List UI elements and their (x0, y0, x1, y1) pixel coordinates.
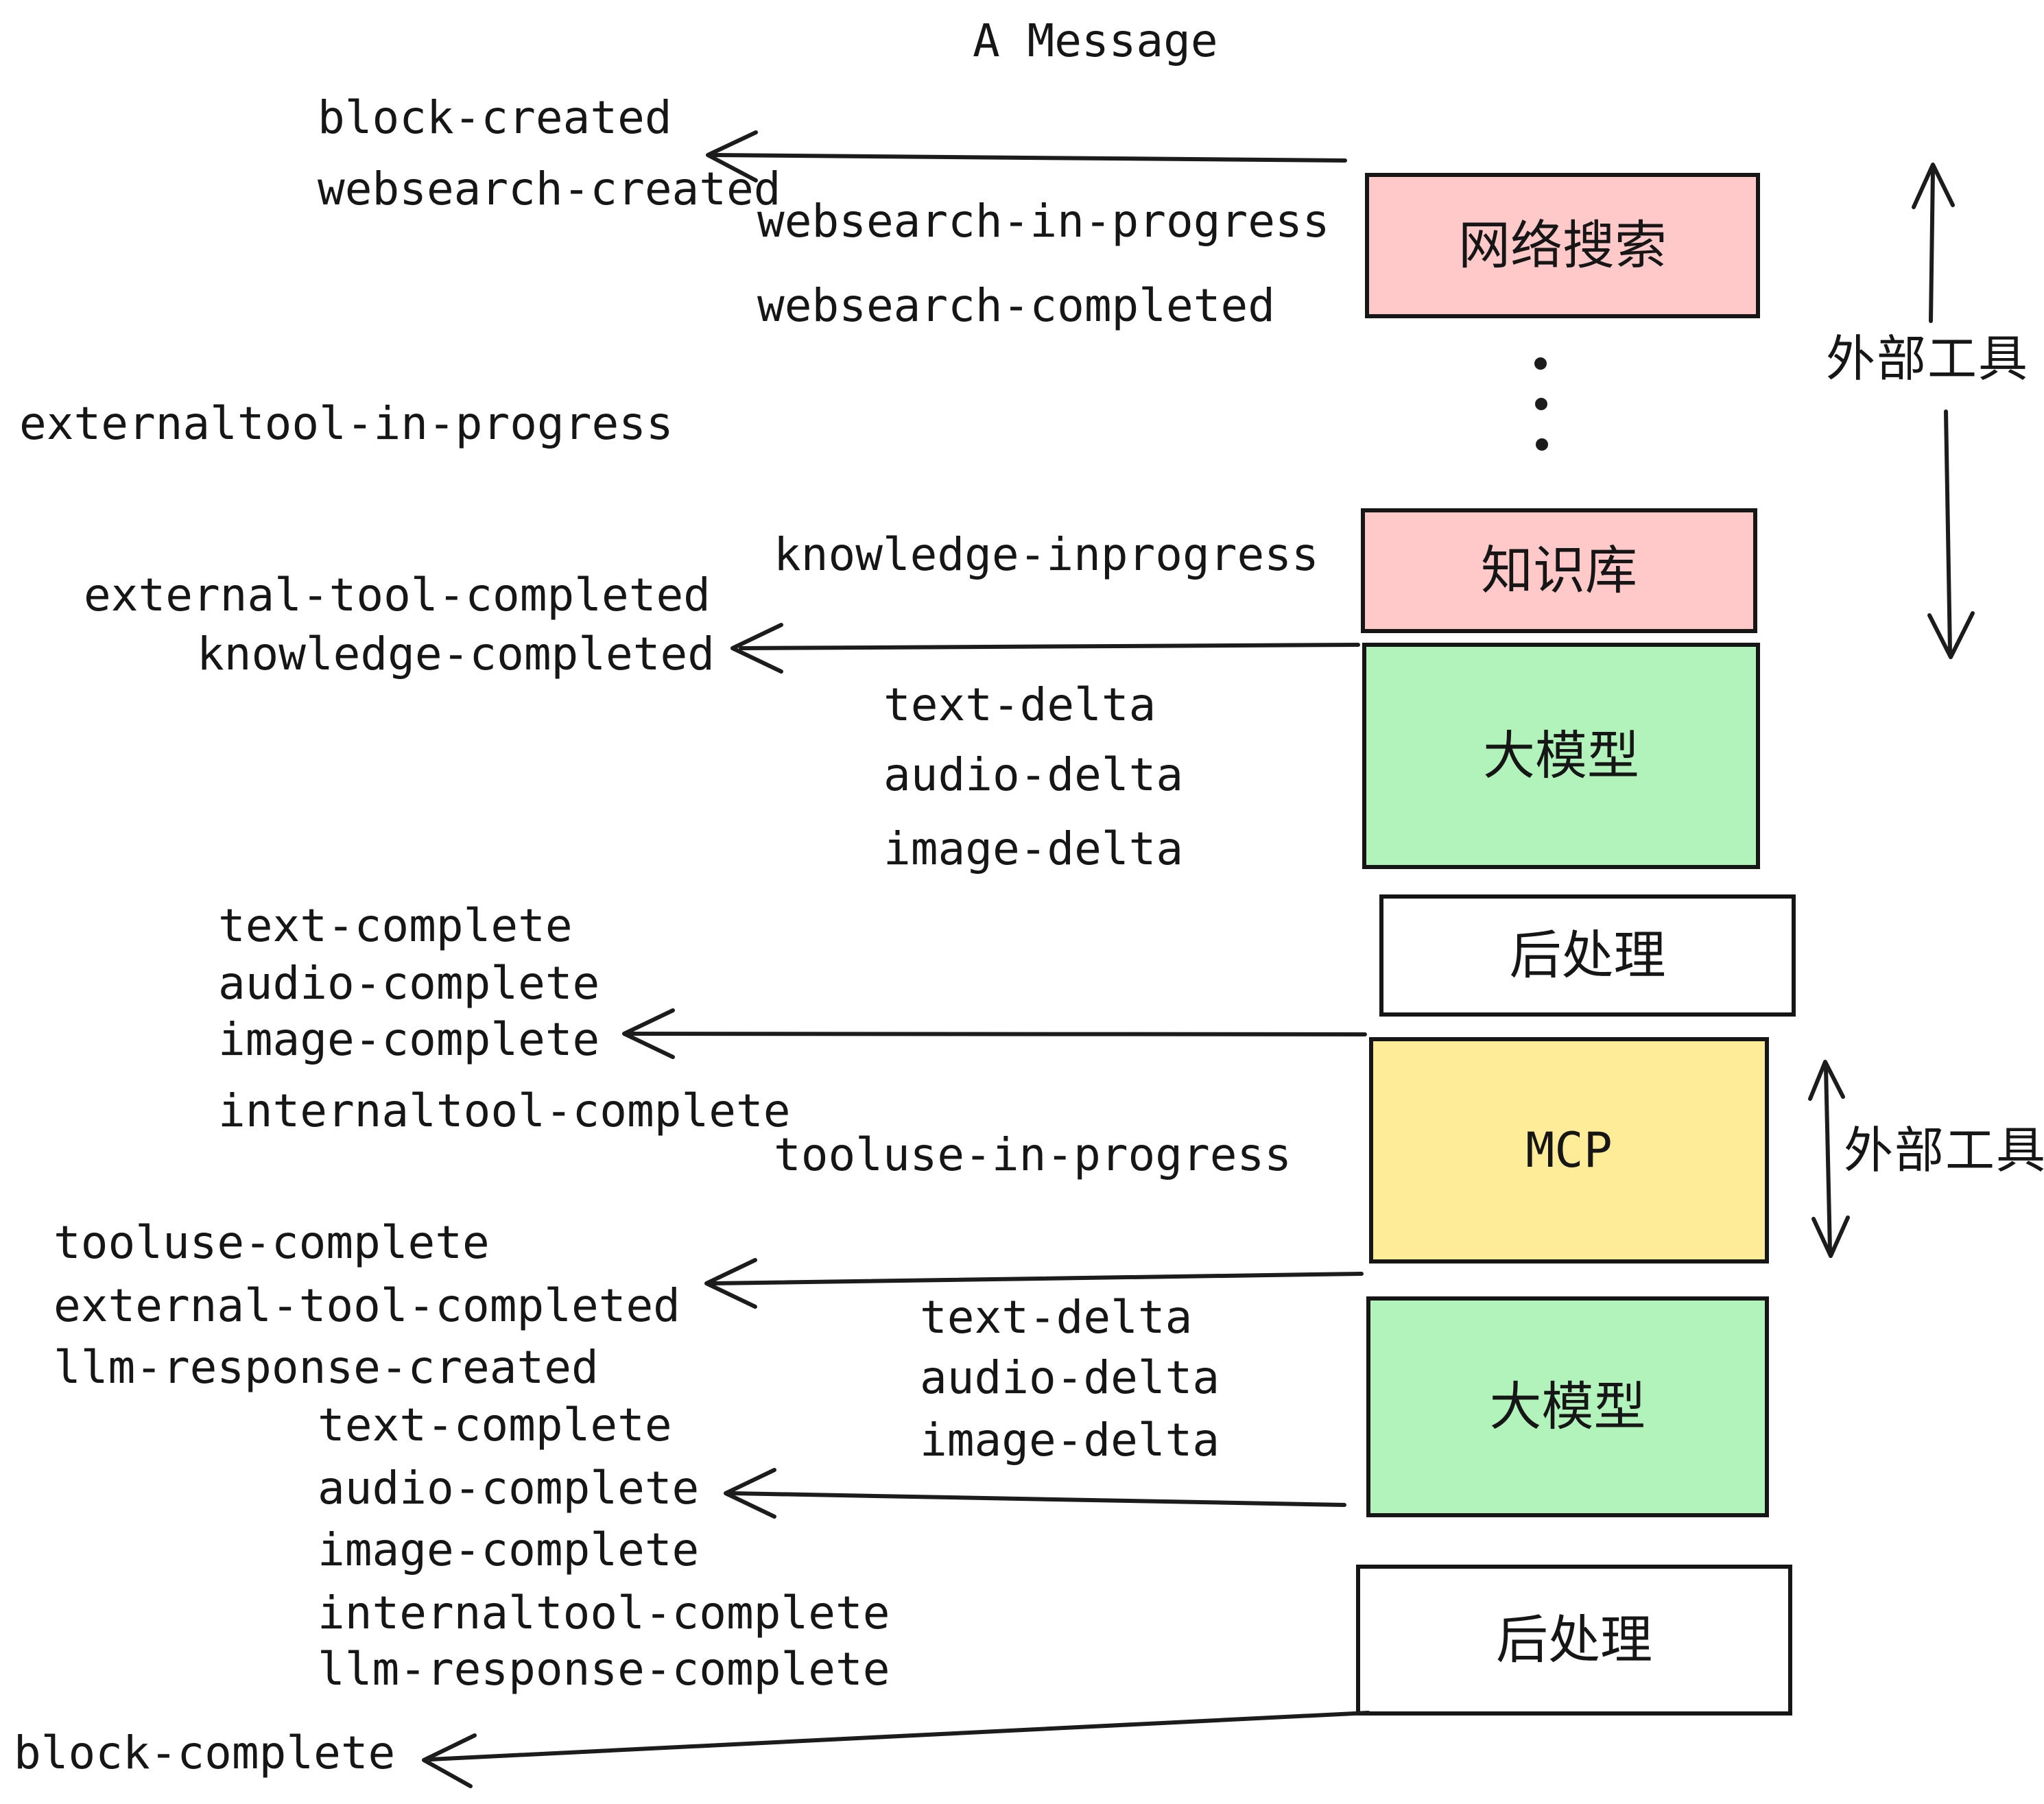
event-text-complete-1: text-complete (218, 899, 573, 952)
event-image-delta-2: image-delta (920, 1414, 1220, 1467)
event-websearch-completed: websearch-completed (757, 279, 1275, 332)
arrow-to-block-created (706, 130, 1347, 182)
event-tooluse-in-progress: tooluse-in-progress (774, 1128, 1292, 1181)
event-knowledge-completed: knowledge-completed (197, 628, 715, 680)
diagram-title: A Message (973, 14, 1218, 67)
websearch-box: 网络搜索 (1365, 173, 1760, 318)
mcp-external-tools-double-arrow (1808, 1060, 1850, 1258)
event-knowledge-inprogress: knowledge-inprogress (774, 528, 1319, 581)
mcp-box: MCP (1369, 1037, 1769, 1263)
event-websearch-in-progress: websearch-in-progress (757, 195, 1330, 248)
event-external-tool-completed-2: external-tool-completed (54, 1279, 680, 1332)
event-externaltool-in-progress: externaltool-in-progress (19, 397, 674, 450)
external-tools-up-arrow (1912, 163, 1955, 323)
event-image-delta-1: image-delta (883, 822, 1184, 875)
event-image-complete-1: image-complete (218, 1013, 600, 1066)
ellipsis-icon (1534, 357, 1548, 451)
event-audio-complete-1: audio-complete (218, 957, 600, 1010)
event-external-tool-completed: external-tool-completed (84, 569, 711, 621)
external-tools-label-mid: 外部工具 (1844, 1121, 2044, 1179)
event-image-complete-2: image-complete (318, 1523, 700, 1576)
event-audio-complete-2: audio-complete (318, 1462, 700, 1515)
event-text-complete-2: text-complete (318, 1399, 672, 1451)
postprocess-box-2: 后处理 (1356, 1565, 1792, 1716)
event-audio-delta-1: audio-delta (883, 748, 1184, 801)
event-llm-response-complete: llm-response-complete (318, 1643, 890, 1696)
arrow-to-audio-complete (724, 1468, 1346, 1519)
arrow-to-block-complete (422, 1711, 1370, 1788)
postprocess-box-1: 后处理 (1379, 894, 1796, 1017)
llm-box-2: 大模型 (1366, 1296, 1769, 1517)
event-llm-response-created: llm-response-created (54, 1341, 599, 1394)
external-tools-label-top: 外部工具 (1826, 330, 2030, 388)
event-audio-delta-2: audio-delta (920, 1351, 1220, 1404)
event-internaltool-complete-1: internaltool-complete (218, 1084, 791, 1137)
event-block-created: block-created (318, 91, 672, 144)
arrow-to-image-complete (622, 1008, 1367, 1059)
knowledge-base-box: 知识库 (1361, 508, 1757, 633)
event-internaltool-complete-2: internaltool-complete (318, 1587, 890, 1639)
arrow-to-knowledge-completed (730, 623, 1360, 674)
external-tools-down-arrow (1927, 410, 1975, 659)
event-websearch-created: websearch-created (318, 163, 781, 215)
event-tooluse-complete: tooluse-complete (54, 1216, 490, 1269)
event-block-complete: block-complete (14, 1726, 396, 1779)
event-text-delta-1: text-delta (883, 678, 1156, 731)
llm-box-1: 大模型 (1362, 643, 1760, 869)
event-text-delta-2: text-delta (920, 1291, 1193, 1344)
